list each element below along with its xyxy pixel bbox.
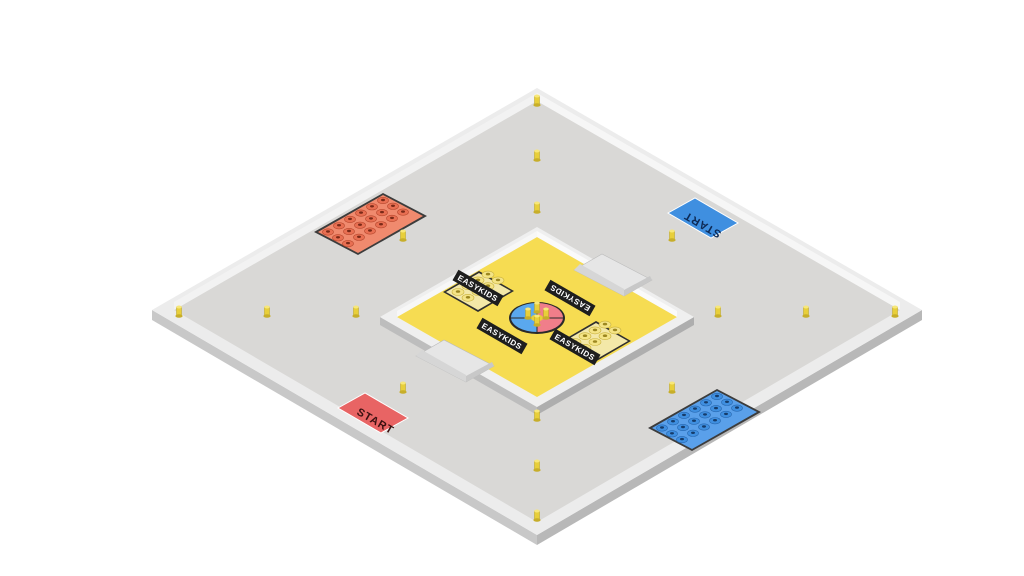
ring-icon xyxy=(375,221,387,229)
ring-icon xyxy=(700,399,712,407)
peg-icon xyxy=(532,409,542,423)
ring-icon xyxy=(387,202,399,210)
peg-icon xyxy=(532,509,542,523)
ring-icon xyxy=(588,338,602,346)
ring-icon xyxy=(598,320,612,329)
ramp-icon xyxy=(573,253,653,297)
ring-icon xyxy=(721,398,733,406)
peg-icon xyxy=(890,305,900,319)
ring-icon xyxy=(365,215,377,223)
ring-icon xyxy=(366,203,378,211)
peg-icon xyxy=(801,305,811,319)
ring-icon xyxy=(731,404,743,412)
ring-icon xyxy=(376,208,388,217)
ring-icon xyxy=(689,405,701,413)
ring-icon xyxy=(608,326,622,335)
peg-icon xyxy=(398,229,408,243)
ring-icon xyxy=(699,411,711,419)
ring-icon xyxy=(322,228,334,236)
ring-icon xyxy=(386,214,398,223)
ring-icon xyxy=(676,435,688,444)
peg-icon xyxy=(532,201,542,215)
ring-icon xyxy=(677,423,689,432)
peg-icon xyxy=(713,305,723,319)
ring-icon xyxy=(709,417,721,425)
ring-icon xyxy=(342,239,354,248)
peg-icon xyxy=(262,305,272,319)
ring-icon xyxy=(333,222,345,230)
ring-icon xyxy=(377,196,389,205)
ring-icon xyxy=(656,424,668,432)
ring-icon xyxy=(720,410,732,419)
peg-icon xyxy=(532,459,542,473)
ring-icon xyxy=(491,276,505,285)
ring-icon xyxy=(397,208,409,216)
peg-icon xyxy=(532,149,542,163)
ring-icon xyxy=(461,293,475,302)
ring-icon xyxy=(364,227,376,235)
peg-icon xyxy=(532,94,542,108)
ring-icon xyxy=(678,411,690,420)
ring-icon xyxy=(451,288,465,296)
ring-icon xyxy=(688,417,700,425)
ramp-icon xyxy=(415,339,495,383)
ring-icon xyxy=(354,221,366,229)
center-arena: EASYKIDS EASYKIDS EASYKIDS EASYKIDS xyxy=(380,227,694,415)
ring-icon xyxy=(698,423,710,431)
ring-icon xyxy=(343,227,355,236)
peg-icon xyxy=(174,305,184,319)
ring-icon xyxy=(344,215,356,224)
ring-icon xyxy=(710,404,722,413)
peg-icon xyxy=(351,305,361,319)
ring-icon xyxy=(667,418,679,426)
ring-rack-blue xyxy=(648,389,761,451)
peg-icon xyxy=(667,229,677,243)
ring-icon xyxy=(578,332,592,341)
ring-icon xyxy=(588,326,602,335)
ring-icon xyxy=(598,332,612,341)
ring-icon xyxy=(666,430,678,438)
ring-icon xyxy=(332,234,344,242)
ring-icon xyxy=(481,270,495,279)
ring-icon xyxy=(711,392,723,401)
peg-icon xyxy=(667,381,677,395)
peg-icon xyxy=(398,381,408,395)
ring-icon xyxy=(687,429,699,437)
ring-icon xyxy=(353,233,365,241)
ring-icon xyxy=(355,209,367,217)
ring-rack-red xyxy=(314,193,427,255)
center-target xyxy=(509,301,565,334)
